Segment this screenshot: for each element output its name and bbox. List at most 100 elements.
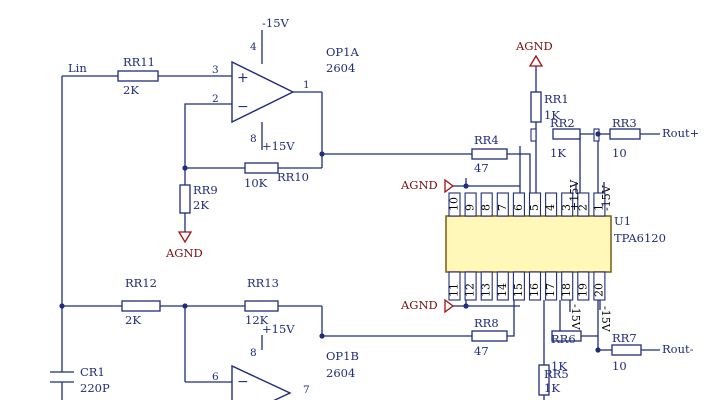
junction-dot — [463, 183, 469, 189]
resistor-rr1[interactable]: RR1 1K — [530, 91, 569, 123]
opamp-op1b-part: 2604 — [326, 366, 355, 380]
ic-pin-number: 6 — [512, 204, 525, 211]
ic-pin-top — [448, 192, 461, 217]
resistor-rr6[interactable]: RR6 1K — [551, 330, 582, 373]
capacitor-cr1[interactable]: CR1 220P — [50, 365, 110, 395]
resistor-rr2-body — [552, 128, 581, 140]
resistor-rr2[interactable]: RR2 1K — [530, 116, 600, 160]
opamp-op1a-pin-vplus: 8 — [250, 133, 257, 145]
resistor-rr12[interactable]: RR12 2K — [121, 276, 161, 327]
resistor-rr3-value: 10 — [612, 146, 627, 160]
opamp-op1b-ref: OP1B — [326, 349, 359, 363]
ground-agnd-label: AGND — [515, 39, 553, 53]
ic-pin-top — [480, 192, 493, 217]
resistor-rr8-value: 47 — [474, 344, 489, 358]
ic-pin-number: 8 — [480, 204, 493, 211]
ground-agnd-label: AGND — [400, 178, 438, 192]
resistor-rr1-body — [530, 91, 542, 123]
ic-pin-top — [464, 192, 477, 217]
resistor-rr10-value: 10K — [244, 176, 268, 190]
opamp-op1b-pin-out: 7 — [303, 384, 310, 396]
opamp-op1a-pin-vminus: 4 — [250, 41, 257, 53]
resistor-rr5[interactable]: RR5 1K — [538, 364, 569, 396]
ic-pin-top — [561, 192, 574, 217]
ic-pin-number: 14 — [496, 283, 509, 297]
ground-agnd-ic-top[interactable]: AGND — [400, 178, 455, 194]
resistor-rr4-ref: RR4 — [474, 133, 499, 147]
ic-pin-number: 17 — [544, 283, 557, 297]
resistor-rr12-value: 2K — [125, 313, 141, 327]
ic-pin-bottom — [448, 271, 461, 301]
ic-pin-number: 9 — [464, 204, 477, 211]
ic-pin-number: 7 — [496, 204, 509, 211]
resistor-rr7-body — [611, 344, 642, 356]
ic-pin-number: 3 — [560, 204, 573, 211]
ic-pin-number: 13 — [480, 283, 493, 297]
resistor-rr11[interactable]: RR11 2K — [117, 55, 159, 97]
ground-arrow-icon — [444, 178, 455, 194]
junction-dot — [182, 303, 188, 309]
resistor-rr10-ref: RR10 — [277, 170, 309, 184]
opamp-op1b-pin-top: 8 — [250, 347, 257, 359]
resistor-rr13-value: 12K — [245, 313, 269, 327]
ic-supply-bottom-1: -15V — [569, 304, 582, 331]
resistor-rr2-ref: RR2 — [550, 116, 575, 130]
ic-pin-top — [545, 192, 558, 217]
ic-pin-bottom — [545, 271, 558, 301]
resistor-rr13[interactable]: RR13 12K — [244, 276, 279, 327]
ic-body — [445, 215, 612, 273]
opamp-op1b[interactable]: − 6 7 8 +15V OP1B 2604 — [212, 322, 359, 400]
resistor-rr13-ref: RR13 — [247, 276, 279, 290]
ground-agnd-bottom-left[interactable]: AGND — [165, 231, 203, 260]
resistor-rr1-value: 1K — [544, 108, 560, 122]
ic-pin-number: 2 — [576, 204, 589, 211]
opamp-op1a-plus: + — [237, 70, 249, 86]
junction-dot — [59, 303, 65, 309]
resistor-rr4-value: 47 — [474, 161, 489, 175]
opamp-op1b-pin-in-plus: 6 — [212, 371, 219, 383]
ic-pin-number: 5 — [528, 204, 541, 211]
resistor-rr7[interactable]: RR7 10 — [611, 331, 642, 373]
opamp-op1b-minus: − — [237, 374, 249, 390]
resistor-rr3[interactable]: RR3 10 — [609, 116, 641, 160]
ic-supply-top-1: +15V — [568, 179, 581, 211]
ground-arrow-icon — [528, 54, 544, 67]
resistor-rr5-ref: RR5 — [544, 367, 569, 381]
junctions — [59, 131, 601, 353]
ground-agnd-top[interactable]: AGND — [515, 39, 553, 67]
opamp-op1a[interactable]: + − 3 2 1 4 8 -15V +15V OP1A 2604 — [212, 16, 359, 153]
resistor-rr8[interactable]: RR8 47 — [471, 316, 508, 358]
resistor-rr9-value: 2K — [193, 198, 209, 212]
ic-part: TPA6120 — [614, 231, 666, 245]
opamp-op1a-part: 2604 — [326, 61, 355, 75]
resistor-rr10[interactable]: 10K RR10 — [244, 162, 309, 190]
resistor-rr12-body — [121, 300, 161, 312]
resistor-rr12-ref: RR12 — [125, 276, 157, 290]
ic-pin-bottom — [496, 271, 509, 301]
resistor-rr1-ref: RR1 — [544, 92, 569, 106]
ic-pin-number: 12 — [464, 283, 477, 297]
resistor-rr11-body — [117, 70, 159, 82]
resistor-rr4[interactable]: RR4 47 — [471, 133, 508, 175]
ic-pin-number: 11 — [448, 283, 461, 297]
opamp-op1a-pin-in-minus: 2 — [212, 93, 219, 105]
resistor-rr7-value: 10 — [612, 359, 627, 373]
ic-pin-bottom — [512, 271, 525, 301]
ic-pin-number: 18 — [560, 283, 573, 297]
ic-pin-number: 19 — [576, 283, 589, 297]
capacitor-cr1-value: 220P — [80, 381, 110, 395]
opamp-op1a-supply-top: -15V — [262, 16, 290, 30]
ic-pin-top — [528, 192, 542, 217]
resistor-rr6-ref: RR6 — [551, 332, 576, 346]
resistor-rr10-body — [244, 162, 279, 174]
ground-agnd-ic-bottom[interactable]: AGND — [400, 298, 455, 314]
resistor-rr9-body — [179, 184, 191, 214]
resistor-rr11-ref: RR11 — [123, 55, 155, 69]
resistor-rr2-pin-left — [530, 128, 537, 142]
junction-dot — [182, 165, 188, 171]
resistor-rr9[interactable]: RR9 2K — [179, 183, 218, 214]
junction-dot — [595, 347, 601, 353]
capacitor-cr1-plates — [50, 371, 74, 383]
